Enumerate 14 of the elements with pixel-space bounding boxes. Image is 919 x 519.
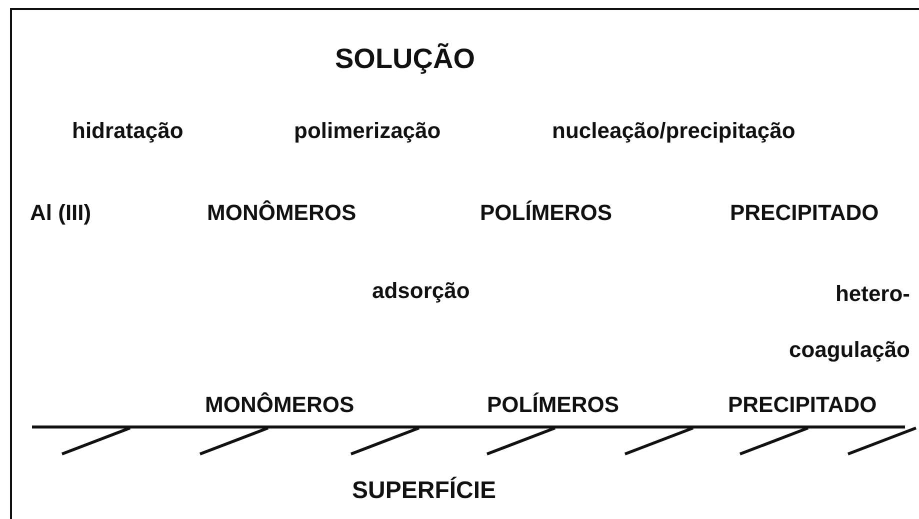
process-label: nucleação/precipitação xyxy=(552,118,796,144)
species-label: PRECIPITADO xyxy=(730,200,879,226)
species-label: MONÔMEROS xyxy=(207,200,356,226)
species-label: Al (III) xyxy=(30,200,92,226)
process-label: hetero- coagulação xyxy=(788,280,910,364)
species-label: POLÍMEROS xyxy=(487,392,620,418)
process-label: adsorção xyxy=(372,278,470,304)
region-label: SUPERFÍCIE xyxy=(352,476,496,506)
species-label: PRECIPITADO xyxy=(728,392,877,418)
species-label: MONÔMEROS xyxy=(205,392,354,418)
process-label: polimerização xyxy=(294,118,441,144)
title: SOLUÇÃO xyxy=(335,42,475,76)
species-label: POLÍMEROS xyxy=(480,200,612,226)
process-label: hidratação xyxy=(72,118,184,144)
